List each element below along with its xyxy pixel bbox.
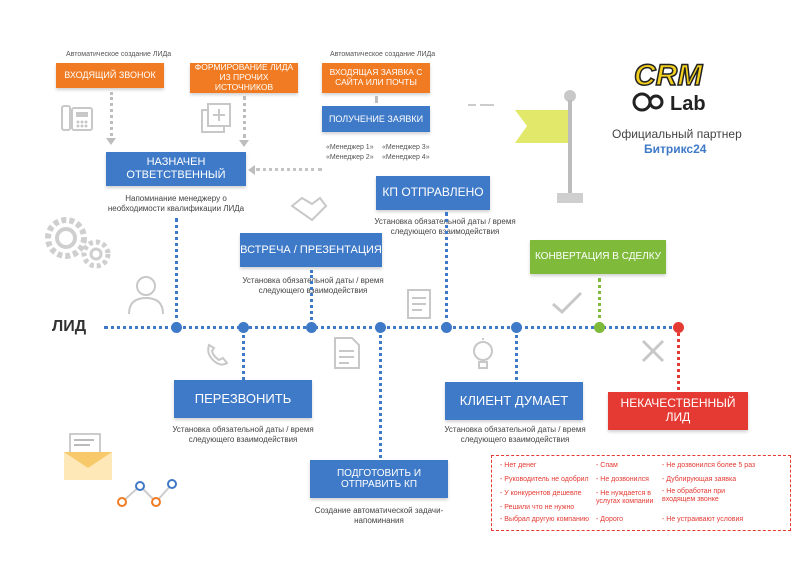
reason-item: - Не обработан при входящем звонке xyxy=(662,488,726,504)
timeline-node xyxy=(171,322,182,333)
kp-sent-box: КП отправлено xyxy=(376,176,490,210)
conversion-box: Конвертация в сделку xyxy=(530,240,666,274)
lightbulb-icon xyxy=(468,338,498,372)
envelope-icon xyxy=(60,430,120,484)
prepare-kp-caption: Создание автоматической задачи-напоминан… xyxy=(314,506,444,525)
document-icon xyxy=(406,288,434,320)
timeline-node xyxy=(441,322,452,333)
timeline-node-green xyxy=(594,322,605,333)
manager-2: «Менеджер 2» xyxy=(326,154,374,161)
svg-text:Lab: Lab xyxy=(670,93,706,115)
reason-item: - Не устраивают условия xyxy=(662,516,744,523)
meeting-caption: Установка обязательной даты / время след… xyxy=(242,276,384,295)
reason-item: - Решили что не нужно xyxy=(500,504,575,511)
partner-name: Битрикс24 xyxy=(644,142,707,156)
auto-lead-caption-2: Автоматическое создание ЛИДа xyxy=(330,51,436,58)
reason-item: - У конкурентов дешевле xyxy=(500,490,582,497)
reason-item: - Дорого xyxy=(596,516,624,523)
timeline-node xyxy=(375,322,386,333)
file-icon xyxy=(332,336,362,370)
assigned-box: Назначен ответственный xyxy=(106,152,246,186)
timeline-node xyxy=(238,322,249,333)
partner-text: Официальный партнер xyxy=(612,127,742,141)
client-thinks-box: Клиент думает xyxy=(445,382,583,420)
reason-item: - Дублирующая заявка xyxy=(662,476,737,483)
bad-lead-reasons: - Нет денег - Руководитель не одобрил - … xyxy=(491,455,791,531)
other-sources-box: Формирование ЛИДа из прочих источников xyxy=(190,62,298,93)
handshake-icon xyxy=(290,194,328,224)
kp-sent-caption: Установка обязательной даты / время след… xyxy=(374,217,516,236)
incoming-call-box: Входящий звонок xyxy=(56,63,164,88)
reason-item: - Спам xyxy=(596,462,618,469)
callback-caption: Установка обязательной даты / время след… xyxy=(172,425,314,444)
timeline-node xyxy=(306,322,317,333)
reason-item: - Выбрал другую компанию xyxy=(500,516,590,523)
meeting-box: Встреча / презентация xyxy=(240,233,382,267)
bad-lead-box: Некачественный лид xyxy=(608,392,748,430)
phone-call-icon xyxy=(204,342,230,368)
assigned-caption: Напоминание менеджеру о необходимости кв… xyxy=(107,194,245,213)
auto-lead-caption-1: Автоматическое создание ЛИДа xyxy=(66,51,172,58)
reason-item: - Не дозвонился более 5 раз xyxy=(662,462,756,469)
add-document-icon xyxy=(200,102,234,136)
manager-1: «Менеджер 1» xyxy=(326,144,374,151)
manager-4: «Менеджер 4» xyxy=(382,154,430,161)
receive-request-box: Получение заявки xyxy=(322,106,430,132)
line-chart-icon xyxy=(112,472,182,516)
phone-icon xyxy=(60,102,94,136)
prepare-kp-box: Подготовить и отправить КП xyxy=(310,460,448,498)
reason-item: - Нет денег xyxy=(500,462,537,469)
flag-icon xyxy=(505,88,585,213)
user-icon xyxy=(126,274,166,316)
crm-lab-logo: CRM Lab xyxy=(630,55,725,117)
gears-icon xyxy=(42,214,116,272)
manager-3: «Менеджер 3» xyxy=(382,144,430,151)
reason-item: - Не нуждается в услугах компании xyxy=(596,490,654,506)
lead-label: ЛИД xyxy=(52,318,87,335)
checkmark-icon xyxy=(550,290,584,316)
cross-icon xyxy=(640,338,666,364)
timeline-node xyxy=(511,322,522,333)
decor-dashes-icon xyxy=(468,96,496,106)
incoming-request-box: Входящая заявка с сайта или почты xyxy=(322,63,430,93)
callback-box: Перезвонить xyxy=(174,380,312,418)
timeline-node-red xyxy=(673,322,684,333)
client-thinks-caption: Установка обязательной даты / время след… xyxy=(444,425,586,444)
svg-text:CRM: CRM xyxy=(634,59,703,92)
reason-item: - Руководитель не одобрил xyxy=(500,476,589,483)
reason-item: - Не дозвонился xyxy=(596,476,649,483)
